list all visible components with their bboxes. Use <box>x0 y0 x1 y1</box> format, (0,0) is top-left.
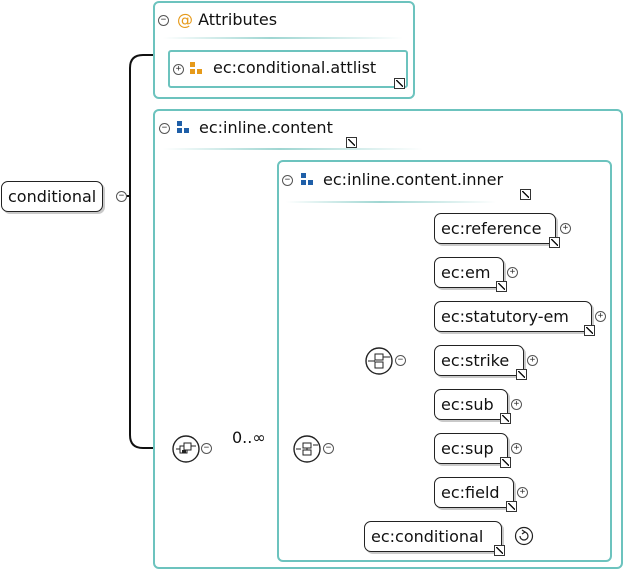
element-expand-toggle[interactable]: + <box>560 223 571 234</box>
attribute-group-icon <box>190 62 202 74</box>
element-label: ec:sub <box>441 395 494 414</box>
element-ec-field[interactable]: ec:field <box>434 477 514 508</box>
root-collapse-toggle[interactable]: − <box>116 191 127 202</box>
element-label: ec:statutory-em <box>441 307 569 326</box>
element-ec-strike[interactable]: ec:strike <box>434 345 524 376</box>
group-icon <box>177 121 189 133</box>
sequence-compositor-icon[interactable] <box>171 434 201 464</box>
element-expand-toggle[interactable]: + <box>595 311 606 322</box>
element-link-icon[interactable] <box>500 413 511 424</box>
choice-collapse-toggle[interactable]: − <box>395 355 406 366</box>
attributes-divider <box>163 37 403 39</box>
element-expand-toggle[interactable]: + <box>511 443 522 454</box>
recursion-cycle-icon[interactable] <box>514 526 534 546</box>
element-link-icon[interactable] <box>584 325 595 336</box>
attlist-link-icon[interactable] <box>394 78 405 89</box>
element-label: ec:sup <box>441 439 494 458</box>
attlist-label: ec:conditional.attlist <box>213 58 377 77</box>
inner-sequence-collapse-toggle[interactable]: − <box>323 443 334 454</box>
at-icon: @ <box>177 10 193 29</box>
inline-content-inner-title: ec:inline.content.inner <box>323 170 504 189</box>
element-label: ec:field <box>441 483 500 502</box>
element-ec-conditional-recursive[interactable]: ec:conditional <box>364 521 502 552</box>
root-element-label: conditional <box>8 187 97 206</box>
element-link-icon[interactable] <box>500 457 511 468</box>
element-ec-statutory-em[interactable]: ec:statutory-em <box>434 301 592 332</box>
element-link-icon[interactable] <box>549 237 560 248</box>
inline-content-collapse-toggle[interactable]: − <box>159 123 170 134</box>
inline-content-inner-divider <box>286 201 496 203</box>
root-element-conditional[interactable]: conditional <box>1 181 104 212</box>
element-ec-sub[interactable]: ec:sub <box>434 389 508 420</box>
attributes-collapse-toggle[interactable]: − <box>158 15 169 26</box>
element-label: ec:em <box>441 263 491 282</box>
sequence-collapse-toggle[interactable]: − <box>201 443 212 454</box>
element-ec-sup[interactable]: ec:sup <box>434 433 508 464</box>
element-label: ec:conditional <box>371 527 484 546</box>
inline-content-title: ec:inline.content <box>199 118 333 137</box>
attlist-box[interactable] <box>168 50 408 88</box>
inline-content-inner-collapse-toggle[interactable]: − <box>282 175 293 186</box>
element-expand-toggle[interactable]: + <box>517 487 528 498</box>
inline-content-inner-link-icon[interactable] <box>520 189 531 200</box>
element-link-icon[interactable] <box>494 545 505 556</box>
element-link-icon[interactable] <box>496 281 507 292</box>
element-expand-toggle[interactable]: + <box>507 267 518 278</box>
element-link-icon[interactable] <box>506 501 517 512</box>
element-label: ec:strike <box>441 351 510 370</box>
sequence-compositor-icon[interactable] <box>292 434 322 464</box>
element-ec-em[interactable]: ec:em <box>434 257 504 288</box>
element-label: ec:reference <box>441 219 542 238</box>
element-expand-toggle[interactable]: + <box>511 399 522 410</box>
group-icon <box>301 173 313 185</box>
element-link-icon[interactable] <box>516 369 527 380</box>
sequence-occurrence-label: 0..∞ <box>232 428 266 447</box>
inline-content-link-icon[interactable] <box>346 137 357 148</box>
element-ec-reference[interactable]: ec:reference <box>434 213 556 244</box>
element-expand-toggle[interactable]: + <box>527 355 538 366</box>
attlist-expand-toggle[interactable]: + <box>173 64 184 75</box>
attributes-group-title: Attributes <box>198 10 278 29</box>
choice-compositor-icon[interactable] <box>364 346 394 376</box>
attributes-group-header: @ Attributes <box>177 10 277 29</box>
inline-content-divider <box>163 148 423 150</box>
